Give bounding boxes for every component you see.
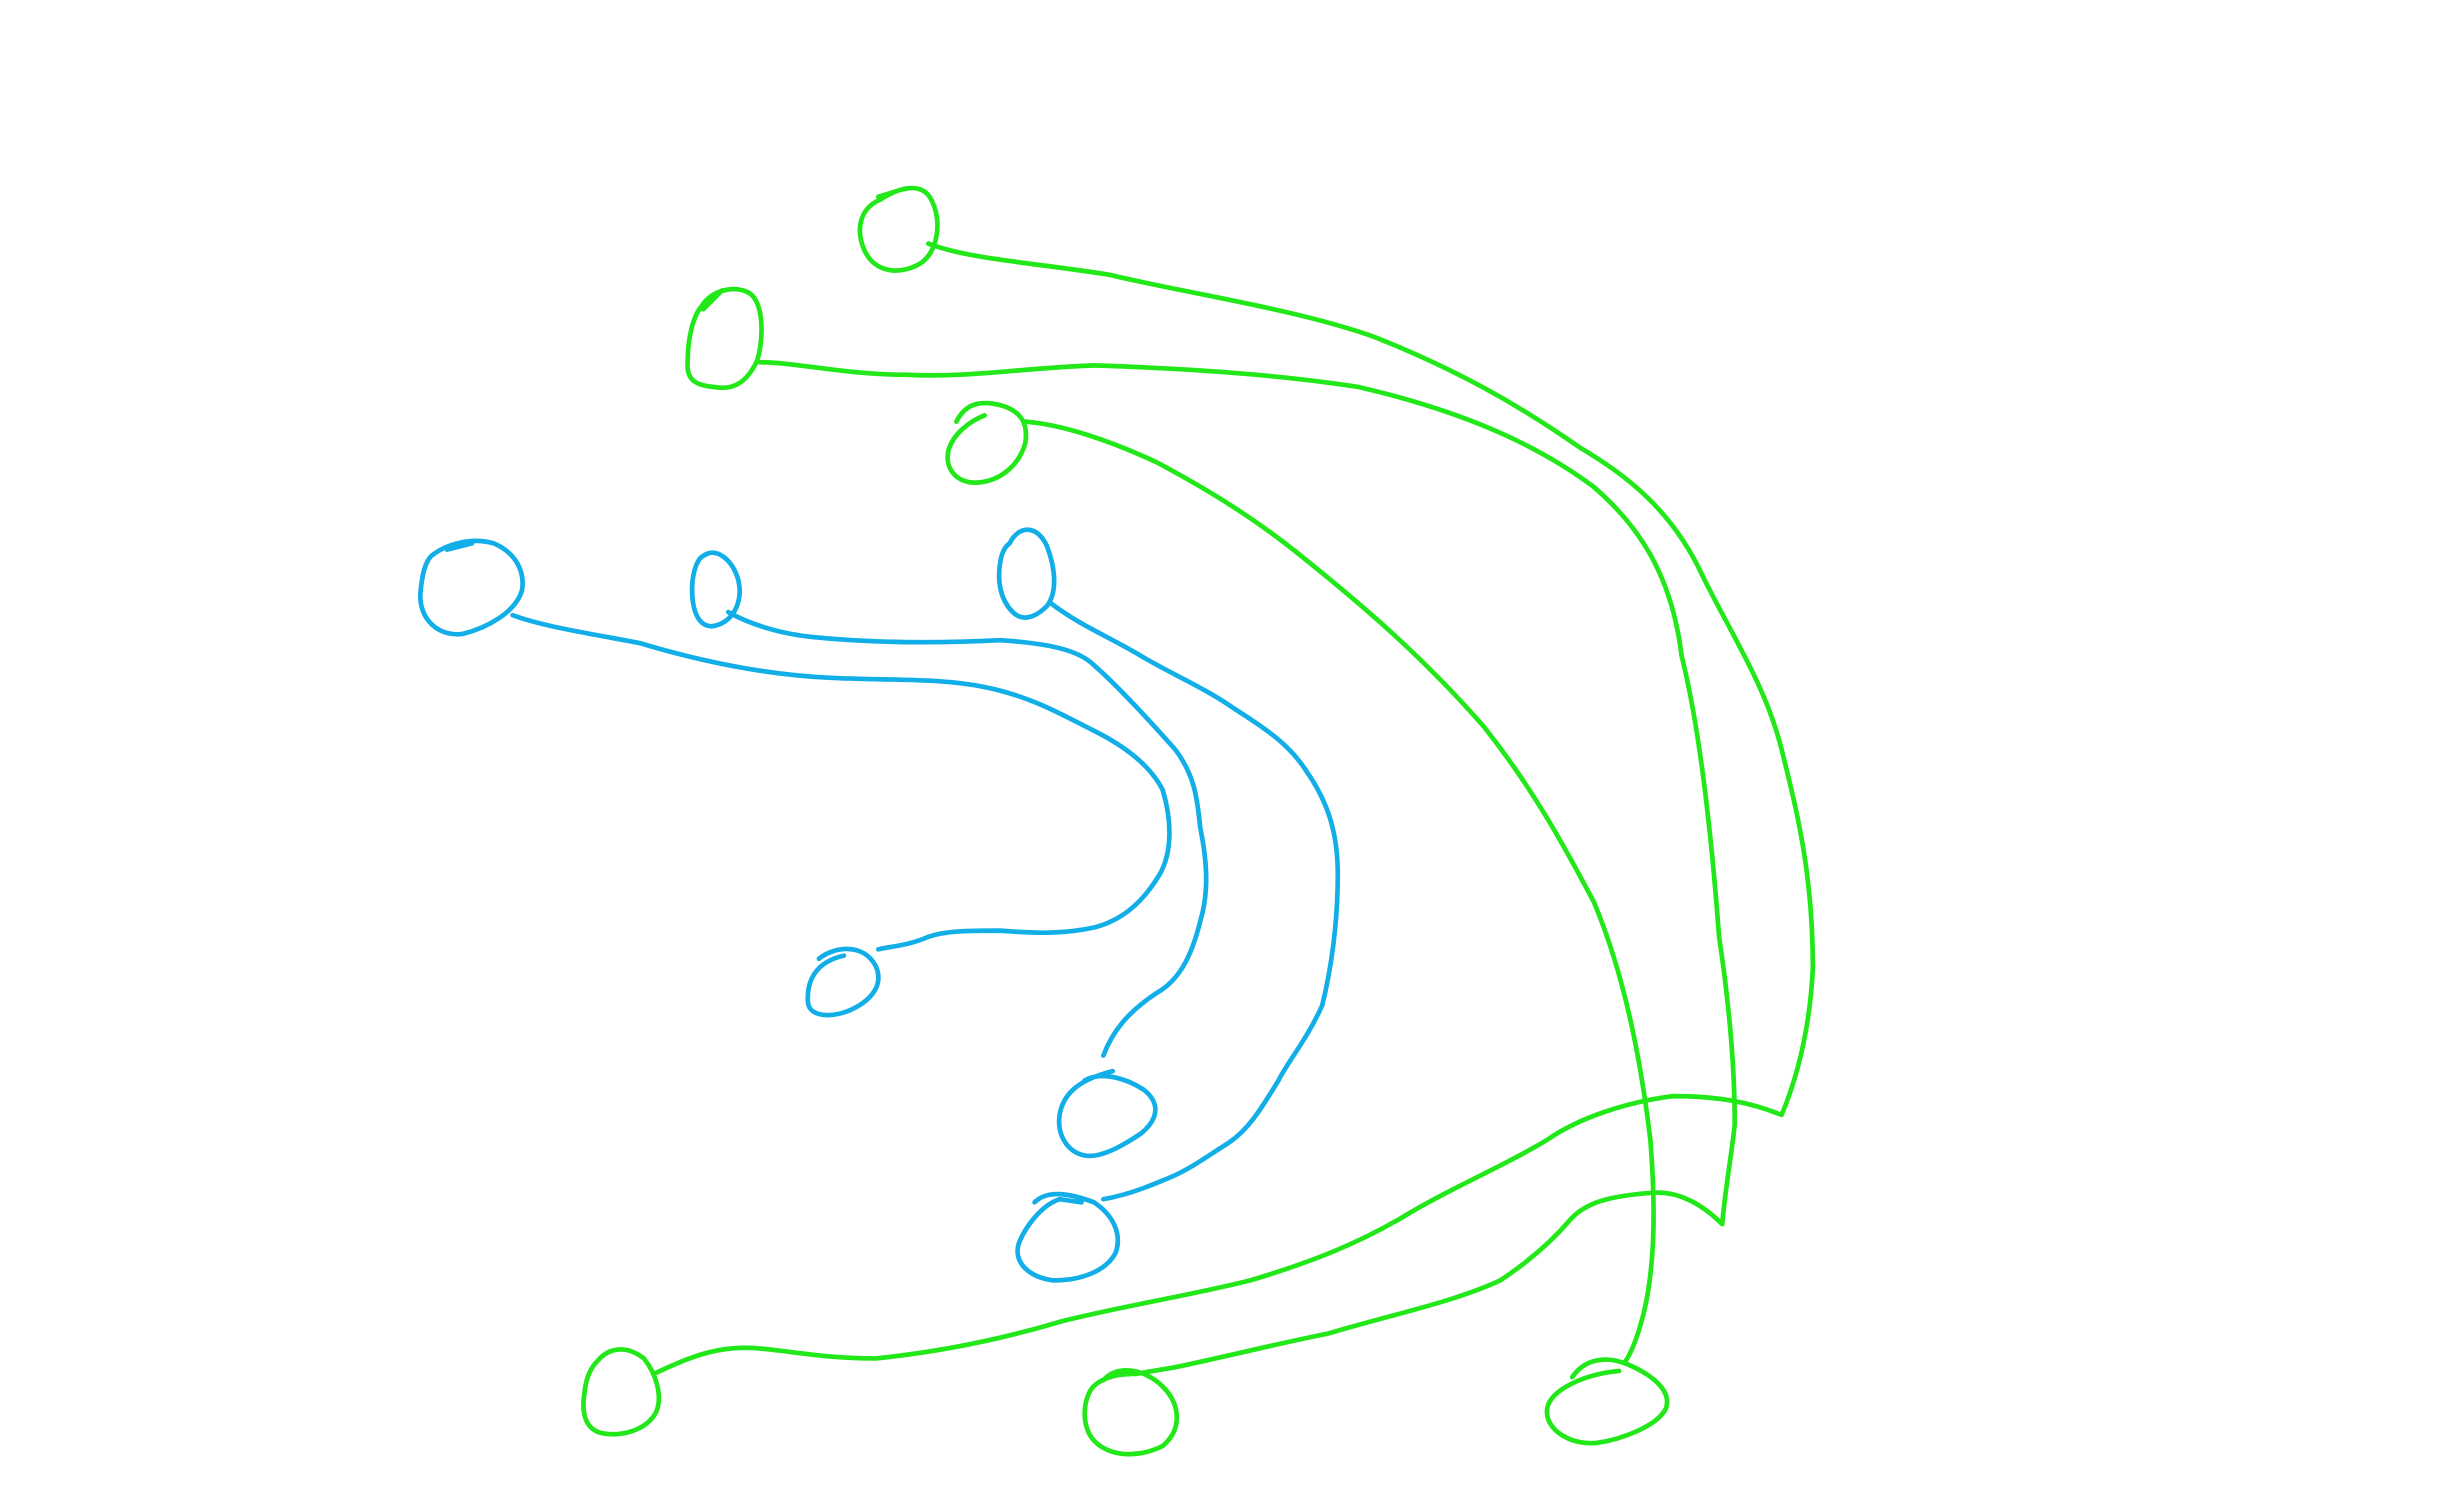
blue-node-left[interactable]: [418, 538, 525, 637]
green-node-bottom-left[interactable]: [581, 1347, 662, 1437]
blue-node-center-right[interactable]: [996, 527, 1057, 620]
blue-connector-left-to-inner: [510, 612, 1172, 952]
blue-node-lower[interactable]: [1015, 1191, 1121, 1283]
blue-connector-center-right-to-lower: [1047, 600, 1341, 1202]
green-connector-upper-left-to-bottom-middle: [757, 359, 1738, 1377]
green-connector-middle-to-bottom-right: [1022, 419, 1656, 1364]
green-node-upper-left[interactable]: [685, 286, 764, 391]
green-connector-top-to-bottom-left: [650, 241, 1816, 1377]
green-node-bottom-middle[interactable]: [1082, 1368, 1179, 1457]
blue-group: [418, 527, 1341, 1283]
blue-node-inner[interactable]: [805, 946, 881, 1018]
green-node-middle[interactable]: [945, 400, 1029, 485]
green-node-bottom-right[interactable]: [1544, 1357, 1670, 1446]
blue-node-center-left[interactable]: [689, 550, 742, 629]
green-group: [581, 185, 1816, 1457]
blue-node-lower-mid[interactable]: [1056, 1068, 1158, 1159]
green-node-top[interactable]: [857, 185, 940, 273]
blue-connector-center-left-to-lower-mid: [725, 609, 1209, 1058]
